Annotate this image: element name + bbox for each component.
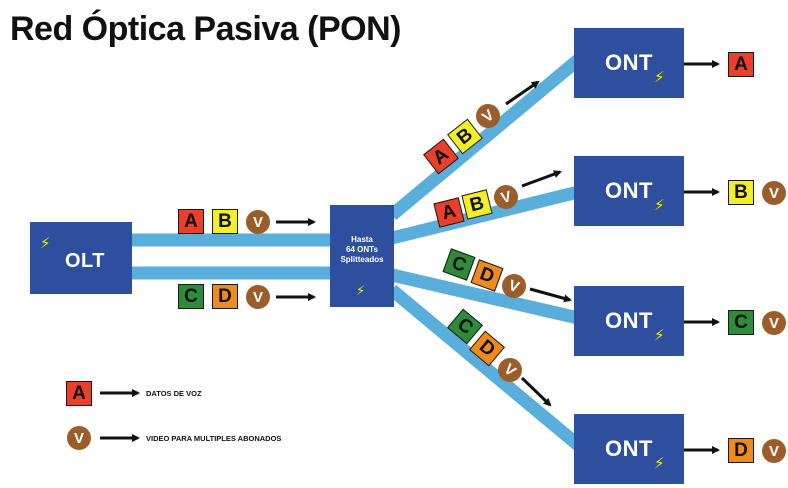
legend-video-circle-icon: V <box>67 426 91 450</box>
lightning-bolt-icon: ⚡ <box>654 68 665 86</box>
badge-B: B <box>728 180 754 205</box>
arrow-branch-4-signal <box>520 376 552 407</box>
video-circle-icon: V <box>246 285 270 309</box>
video-circle-icon: V <box>246 210 270 234</box>
ont-label: ONT <box>605 50 653 75</box>
video-circle-icon: V <box>762 439 786 463</box>
legend-text-voz: DATOS DE VOZ <box>146 389 202 398</box>
lightning-bolt-icon: ⚡ <box>654 196 665 214</box>
badge-A: A <box>728 52 754 77</box>
arrow-branch-1-signal <box>505 80 540 106</box>
fiber-branch-3 <box>390 268 580 325</box>
badge-D: D <box>212 284 238 309</box>
diagram-title: Red Óptica Pasiva (PON) <box>10 10 401 48</box>
video-circle-icon: V <box>762 311 786 335</box>
lightning-bolt-icon: ⚡ <box>356 284 366 299</box>
lightning-bolt-icon: ⚡ <box>40 234 51 252</box>
badge-A: A <box>178 209 204 234</box>
ont-label: ONT <box>605 436 653 461</box>
ont-label: ONT <box>605 308 653 333</box>
video-circle-icon: V <box>762 181 786 205</box>
lightning-bolt-icon: ⚡ <box>654 454 665 472</box>
olt-box: ⚡ OLT <box>30 222 132 294</box>
fiber-branch-1 <box>387 55 583 220</box>
lightning-bolt-icon: ⚡ <box>654 326 665 344</box>
ont-box-4: ONT ⚡ <box>574 414 684 484</box>
splitter-text-line2: 64 ONTs <box>346 245 378 254</box>
legend-text-video: VIDEO PARA MULTIPLES ABONADOS <box>146 434 282 443</box>
badge-C: C <box>728 310 754 335</box>
splitter-text-line1: Hasta <box>351 235 373 244</box>
splitter-box: Hasta 64 ONTs Splitteados ⚡ <box>330 205 394 307</box>
ont-box-3: ONT ⚡ <box>574 286 684 356</box>
ont-box-1: ONT ⚡ <box>574 28 684 98</box>
splitter-text-line3: Splitteados <box>340 255 384 264</box>
fiber-branch-4 <box>387 285 583 450</box>
badge-D: D <box>728 438 754 463</box>
ont-label: ONT <box>605 178 653 203</box>
badge-B: B <box>212 209 238 234</box>
legend-badge-A: A <box>66 381 92 406</box>
badge-C: C <box>178 284 204 309</box>
ont-box-2: ONT ⚡ <box>574 156 684 226</box>
arrow-branch-2-signal <box>521 170 562 188</box>
olt-label: OLT <box>64 249 105 272</box>
arrow-branch-3-signal <box>529 287 572 303</box>
